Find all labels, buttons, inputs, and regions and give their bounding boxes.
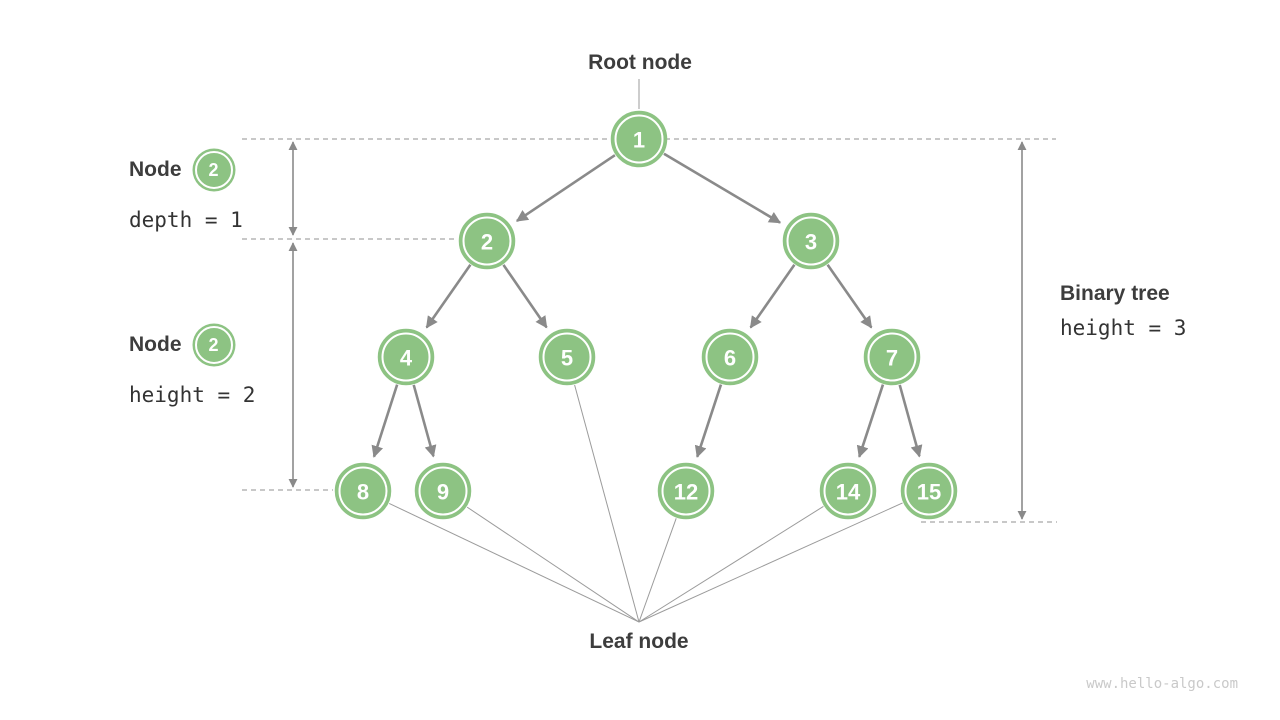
tree-node-value: 14 xyxy=(836,480,861,505)
watermark: www.hello-algo.com xyxy=(1086,676,1238,692)
tree-edge xyxy=(749,264,796,329)
tree-node: 9 xyxy=(414,462,472,520)
tree-node-value: 9 xyxy=(437,480,449,505)
root-node-label: Root node xyxy=(588,51,692,74)
node-depth-annotation: Node 2 depth = 1 xyxy=(129,148,243,232)
node-depth-title: Node xyxy=(129,158,182,181)
leaf-pointer-line xyxy=(638,502,903,623)
tree-edge xyxy=(412,384,437,458)
tree-node-value: 2 xyxy=(481,230,493,255)
tree-edge xyxy=(694,384,723,458)
tree-node-value: 7 xyxy=(886,346,898,371)
binary-tree-title: Binary tree xyxy=(1060,282,1170,305)
tree-node-value: 15 xyxy=(917,480,941,505)
leaf-pointer-line xyxy=(388,502,640,623)
tree-edge xyxy=(826,264,873,329)
tree-node: 12 xyxy=(657,462,715,520)
tree-node-value: 5 xyxy=(561,346,573,371)
node-height-formula: height = 2 xyxy=(129,383,256,407)
tree-node-value: 1 xyxy=(633,128,645,153)
tree-node: 3 xyxy=(782,212,840,270)
tree-edge xyxy=(856,384,885,458)
tree-node-value: 12 xyxy=(674,480,698,505)
tree-edge xyxy=(502,264,548,329)
tree-node: 15 xyxy=(900,462,958,520)
node-height-badge-circle: 2 xyxy=(194,326,233,364)
binary-tree-height-annotation: Binary tree height = 3 xyxy=(1060,282,1186,340)
tree-node: 6 xyxy=(701,328,759,386)
tree-node: 7 xyxy=(863,328,921,386)
tree-edge xyxy=(515,154,616,223)
tree-node: 8 xyxy=(334,462,392,520)
tree-edge xyxy=(371,384,399,458)
tree-node: 4 xyxy=(377,328,435,386)
binary-tree-formula: height = 3 xyxy=(1060,316,1187,340)
tree-node: 14 xyxy=(819,462,877,520)
node-depth-formula: depth = 1 xyxy=(129,208,243,232)
node-height-annotation: Node 2 height = 2 xyxy=(129,323,255,407)
leaf-node-label: Leaf node xyxy=(589,630,689,653)
tree-node-value: 4 xyxy=(400,346,413,371)
tree-node-value: 3 xyxy=(805,230,817,255)
tree-node: 5 xyxy=(538,328,596,386)
leaf-pointer-line xyxy=(466,506,640,623)
tree-edge xyxy=(663,152,782,224)
node-height-title: Node xyxy=(129,333,182,356)
tree-node-value: 8 xyxy=(357,480,369,505)
tree-node: 2 xyxy=(458,212,516,270)
tree-node: 1 xyxy=(610,110,668,168)
leaf-pointer-line xyxy=(638,518,677,623)
node-depth-badge-circle: 2 xyxy=(194,151,233,189)
leaf-pointer-line xyxy=(574,384,640,623)
leaf-pointer-line xyxy=(638,505,824,623)
tree-edge xyxy=(425,264,472,329)
tree-node-value: 6 xyxy=(724,346,736,371)
tree-edge xyxy=(898,384,923,458)
